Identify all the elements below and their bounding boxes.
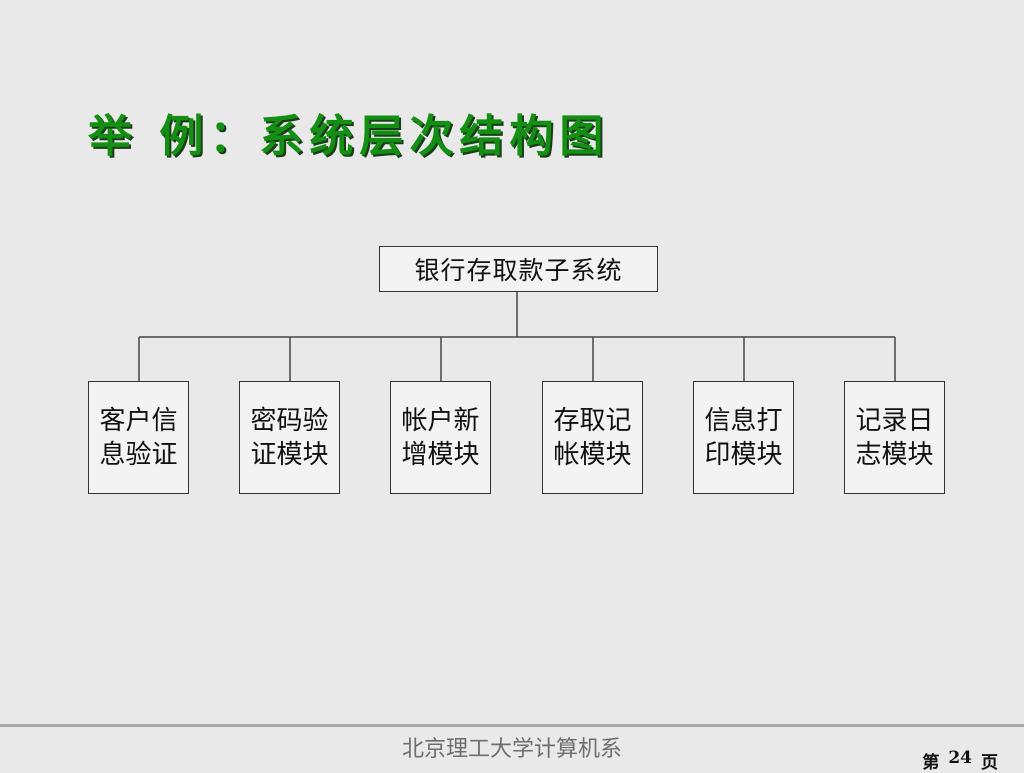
child-module-box-4: 存取记帐模块 xyxy=(542,381,643,494)
footer-divider xyxy=(0,724,1024,727)
page-prefix: 第 xyxy=(922,753,940,773)
child-module-box-2: 密码验证模块 xyxy=(239,381,340,494)
child-module-box-5: 信息打印模块 xyxy=(693,381,794,494)
page-suffix: 页 xyxy=(981,753,998,773)
slide-title: 举 例：系统层次结构图 xyxy=(88,111,610,162)
page-number-label: 第 24 页 xyxy=(922,748,998,773)
child-module-box-3: 帐户新增模块 xyxy=(390,381,491,494)
page-number: 24 xyxy=(948,748,972,768)
root-module-box: 银行存取款子系统 xyxy=(379,246,658,292)
footer-department: 北京理工大学计算机系 xyxy=(401,737,622,762)
child-module-box-6: 记录日志模块 xyxy=(844,381,945,494)
child-module-box-1: 客户信息验证 xyxy=(88,381,189,494)
